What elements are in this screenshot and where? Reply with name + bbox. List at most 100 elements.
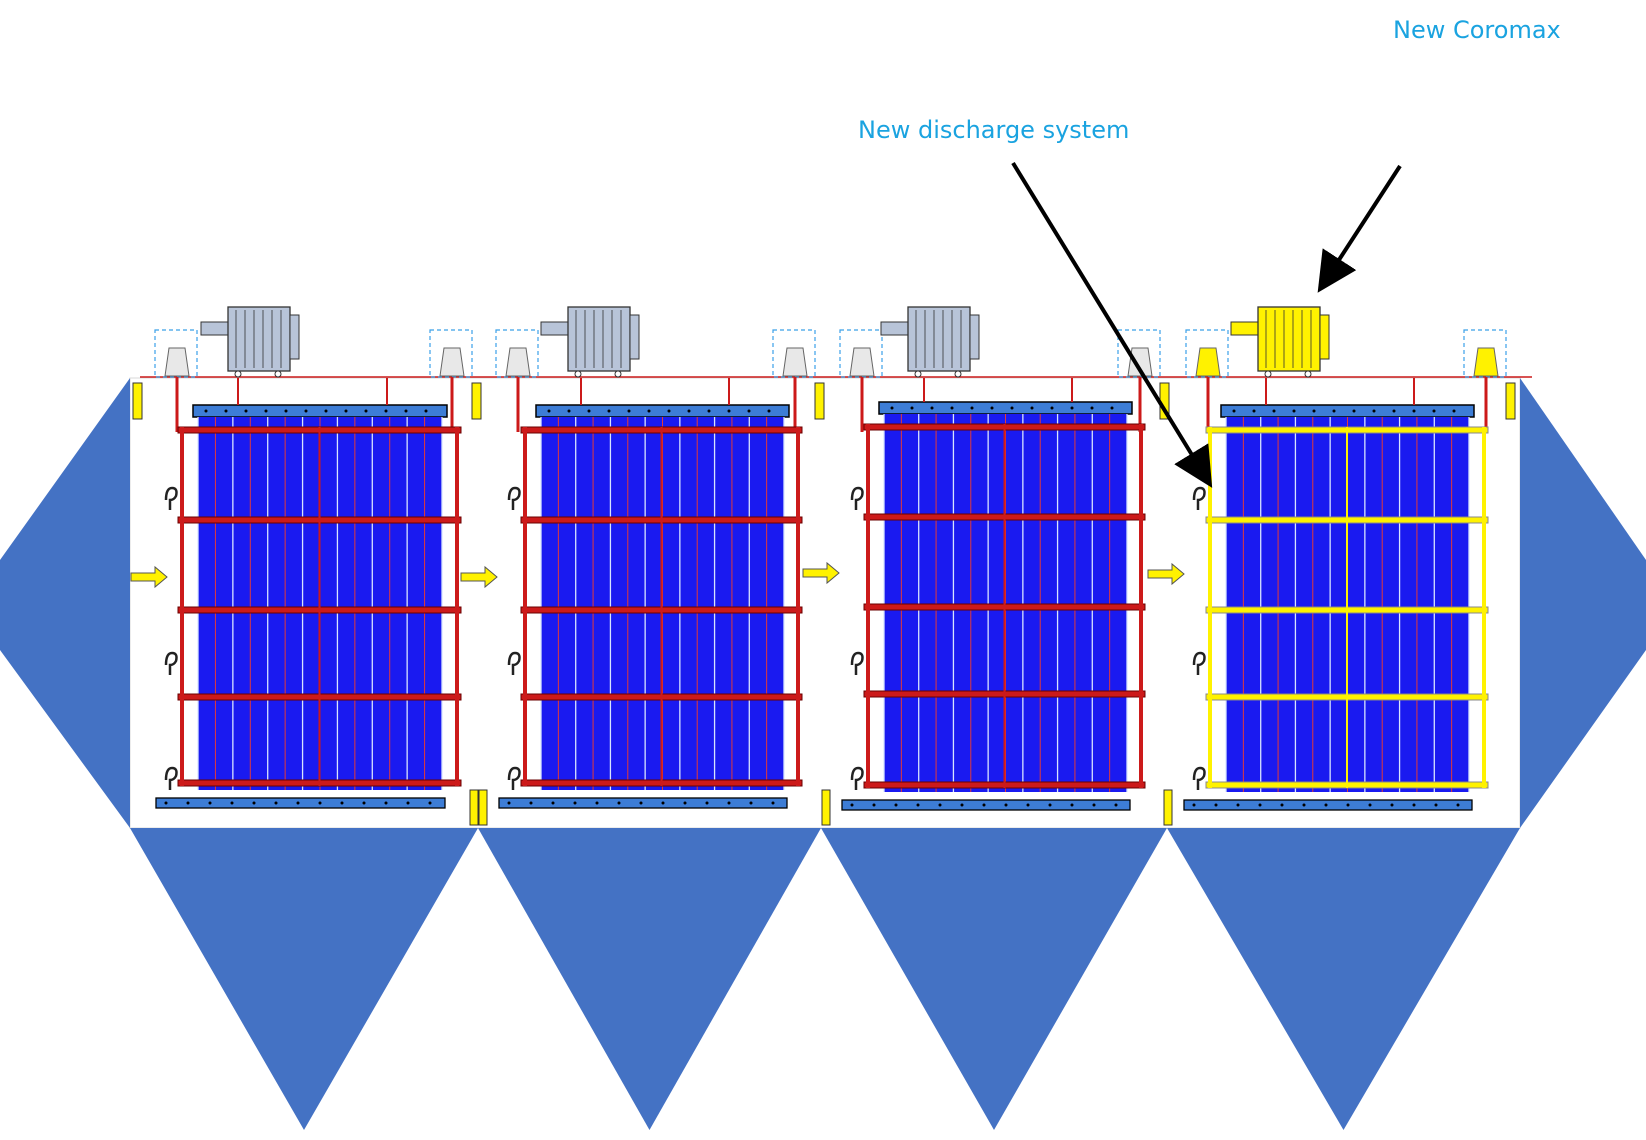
insulator-icon <box>849 347 875 377</box>
bolt <box>930 406 934 410</box>
bolt <box>705 801 709 805</box>
hopper-icon <box>478 828 821 1130</box>
bolt <box>1452 409 1456 413</box>
top-support-beam <box>535 404 790 418</box>
bolt <box>1026 803 1030 807</box>
bolt <box>244 409 248 413</box>
flow-arrow-icon <box>460 565 498 589</box>
insulator-icon <box>505 347 531 377</box>
bolt <box>1070 406 1074 410</box>
rapping-hammer <box>1192 486 1206 510</box>
bolt <box>607 409 611 413</box>
bolt <box>1412 803 1416 807</box>
bolt <box>687 409 691 413</box>
bolt <box>850 803 854 807</box>
rapping-hammer <box>850 651 864 675</box>
post <box>469 789 479 826</box>
bolt <box>1110 406 1114 410</box>
bolt <box>340 801 344 805</box>
insulator-box <box>839 329 883 378</box>
bolt <box>890 406 894 410</box>
rapping-hammer <box>164 486 178 510</box>
bolt <box>1346 803 1350 807</box>
motor-shaft <box>880 321 910 336</box>
bolt <box>1004 803 1008 807</box>
bolt <box>1412 409 1416 413</box>
insulator-icon <box>782 347 808 377</box>
motor-end <box>289 314 300 360</box>
bolt <box>384 409 388 413</box>
bolt <box>771 801 775 805</box>
bolt <box>324 409 328 413</box>
bolt <box>1390 803 1394 807</box>
bolt <box>208 801 212 805</box>
bolt <box>1090 406 1094 410</box>
bottom-support-beam <box>155 797 446 809</box>
bolt <box>894 803 898 807</box>
flow-arrow-icon <box>130 565 168 589</box>
bolt <box>661 801 665 805</box>
insulator-box <box>1185 329 1229 378</box>
bolt <box>274 801 278 805</box>
rapping-hammer <box>507 486 521 510</box>
bolt <box>362 801 366 805</box>
insulator-icon <box>439 347 465 377</box>
rapping-hammer <box>507 651 521 675</box>
bolt <box>727 801 731 805</box>
bolt <box>406 801 410 805</box>
insulator-box <box>1117 329 1161 378</box>
bolt <box>1070 803 1074 807</box>
discharge-pointer-arrow <box>1011 161 1213 488</box>
bolt <box>1352 409 1356 413</box>
insulator-icon <box>164 347 190 377</box>
bolt <box>970 406 974 410</box>
bolt <box>1258 803 1262 807</box>
bolt <box>990 406 994 410</box>
bolt <box>1010 406 1014 410</box>
motor-foot <box>954 370 962 378</box>
insulator-icon <box>1473 347 1499 377</box>
post <box>132 382 143 420</box>
bolt <box>916 803 920 807</box>
insulator-box <box>154 329 198 378</box>
motor-end <box>969 314 980 360</box>
motor-foot <box>1264 370 1272 378</box>
bolt <box>1214 803 1218 807</box>
field-1 <box>132 306 482 809</box>
new-coromax-label: New Coromax <box>1393 16 1561 44</box>
bolt <box>404 409 408 413</box>
bolt <box>1368 803 1372 807</box>
field-4 <box>1163 306 1516 826</box>
field-3 <box>821 306 1170 826</box>
rapping-hammer <box>1192 651 1206 675</box>
bolt <box>1324 803 1328 807</box>
bolt <box>1192 803 1196 807</box>
bolt <box>573 801 577 805</box>
bolt <box>747 409 751 413</box>
motor-shaft <box>200 321 230 336</box>
rapping-hammer <box>164 651 178 675</box>
bolt <box>627 409 631 413</box>
bolt <box>204 409 208 413</box>
insulator-icon <box>1195 347 1221 377</box>
bolt <box>547 409 551 413</box>
bolt <box>1302 803 1306 807</box>
insulator-box <box>772 329 816 378</box>
bolt <box>1272 409 1276 413</box>
hopper-icon <box>130 828 478 1130</box>
bolt <box>1372 409 1376 413</box>
bolt <box>950 406 954 410</box>
top-support-beam <box>878 401 1133 415</box>
motor-foot <box>574 370 582 378</box>
bolt <box>1236 803 1240 807</box>
bolt <box>1232 409 1236 413</box>
insulator-box <box>495 329 539 378</box>
insulator-box <box>429 329 473 378</box>
top-support-beam <box>192 404 448 418</box>
bolt <box>186 801 190 805</box>
rapping-hammer <box>507 766 521 790</box>
outlet-cone-icon <box>1520 378 1646 828</box>
flow-arrow-icon <box>1147 562 1185 586</box>
motor-foot <box>914 370 922 378</box>
